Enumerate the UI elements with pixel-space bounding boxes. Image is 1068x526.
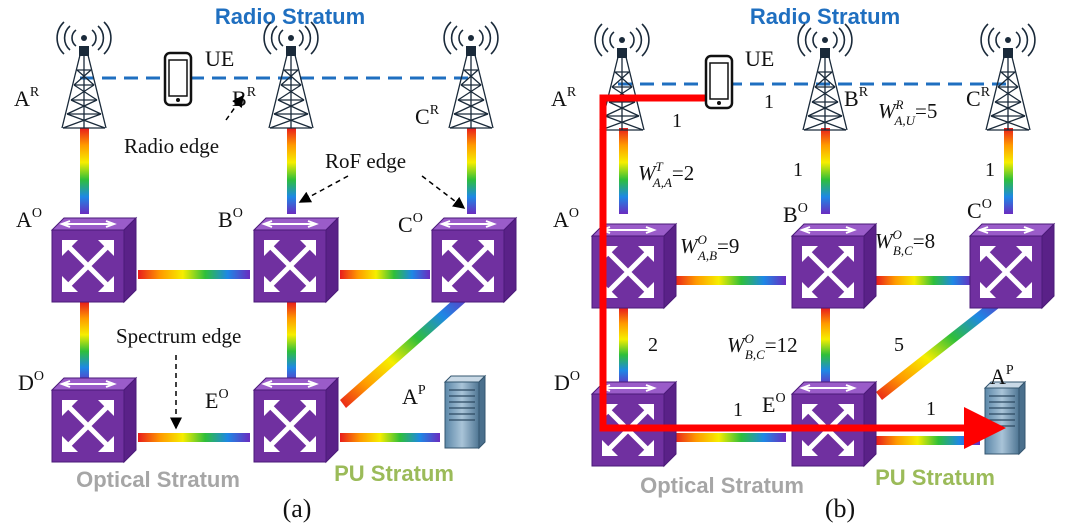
optical-stratum-label-b: Optical Stratum (640, 473, 804, 498)
switch-e-icon-b (792, 382, 876, 466)
switch-d-icon (52, 378, 136, 462)
radio-stratum-label: Radio Stratum (215, 4, 365, 29)
node-label-do: DO (18, 369, 44, 395)
rof-link-b-b (821, 128, 830, 214)
ue-phone-icon (163, 51, 193, 107)
caption-b: (b) (825, 494, 855, 523)
pu-stratum-label-b: PU Stratum (875, 465, 995, 490)
switch-a-icon (52, 218, 136, 302)
rof-edge-label: RoF edge (325, 149, 406, 173)
tower-a-icon (56, 21, 112, 129)
spectrum-link-ab (138, 270, 250, 279)
tower-b-icon (263, 21, 319, 129)
rof-edge-arrow-b (298, 175, 349, 203)
pu-stratum-label: PU Stratum (334, 461, 454, 486)
rof-link-c-b (1004, 128, 1013, 214)
weight-c-rof: 1 (985, 159, 995, 181)
server-ap-icon (444, 375, 486, 449)
weight-c-e: 5 (894, 334, 904, 356)
node-label-cr: CR (415, 103, 440, 129)
node-label-cr-b: CR (966, 85, 991, 111)
rof-link-c (467, 128, 476, 214)
server-ap-icon-b (984, 381, 1026, 455)
tower-b-icon-b (797, 23, 853, 131)
spectrum-link-de (138, 433, 250, 442)
node-label-eo: EO (205, 387, 229, 413)
weight-a-d: 2 (648, 334, 658, 356)
weight-b-rof: 1 (793, 159, 803, 181)
switch-c-icon (432, 218, 516, 302)
pu-link (340, 433, 440, 442)
switch-c-icon-b (970, 224, 1054, 308)
ue-label: UE (205, 46, 234, 71)
radio-edge-arrow (225, 94, 244, 121)
weight-e-p: 1 (926, 398, 936, 420)
spectrum-link-ce-b (876, 296, 1004, 400)
rof-edge-arrow-c (421, 175, 466, 209)
radio-stratum-label-b: Radio Stratum (750, 4, 900, 29)
node-label-ao: AO (16, 206, 42, 232)
spectrum-link-be (287, 302, 296, 384)
node-label-eo-b: EO (762, 391, 786, 417)
rof-link-b (287, 128, 296, 214)
red-path-arrow (599, 94, 1006, 449)
node-label-bo: BO (218, 206, 243, 232)
rof-link-a (80, 128, 89, 214)
rof-link-a-b (619, 128, 628, 214)
spectrum-link-ce (340, 292, 468, 408)
spectrum-link-ad-b (619, 308, 628, 386)
spectrum-link-bc-b (876, 276, 972, 285)
radio-edge-label: Radio edge (124, 134, 219, 158)
node-label-co: CO (398, 211, 423, 237)
switch-e-icon (254, 378, 338, 462)
node-label-ap: AP (402, 383, 426, 409)
tower-c-icon-b (980, 23, 1036, 131)
node-label-ar: AR (14, 85, 40, 111)
spectrum-link-be-b (821, 308, 830, 386)
tower-c-icon (443, 21, 499, 129)
switch-b-icon-b (792, 224, 876, 308)
caption-a: (a) (283, 494, 312, 523)
node-label-do-b: DO (554, 369, 580, 395)
weight-ue-right: 1 (764, 91, 774, 113)
pu-link-b (876, 436, 980, 445)
weight-d-e: 1 (733, 399, 743, 421)
spectrum-edge-label: Spectrum edge (116, 324, 241, 348)
optical-stratum-label: Optical Stratum (76, 467, 240, 492)
spectrum-link-de-b (674, 433, 786, 442)
switch-b-icon (254, 218, 338, 302)
panel-a: Radio Stratum UE AR BR CR AO BO CO DO (14, 4, 516, 523)
node-label-bo-b: BO (783, 201, 808, 227)
spectrum-link-ab-b (674, 276, 786, 285)
node-label-co-b: CO (967, 197, 992, 223)
node-label-ap-b: AP (990, 363, 1014, 389)
node-label-ar-b: AR (551, 85, 577, 111)
node-label-br: BR (232, 85, 257, 111)
ue-phone-icon-b (704, 54, 734, 110)
node-label-br-b: BR (844, 85, 869, 111)
ue-label-b: UE (745, 46, 774, 71)
weight-ue-left: 1 (672, 110, 682, 132)
panel-b: Radio Stratum UE AR BR CR AO BO CO DO (551, 4, 1054, 523)
spectrum-link-ad (80, 302, 89, 384)
node-label-ao-b: AO (553, 206, 579, 232)
spectrum-link-bc (340, 270, 430, 279)
